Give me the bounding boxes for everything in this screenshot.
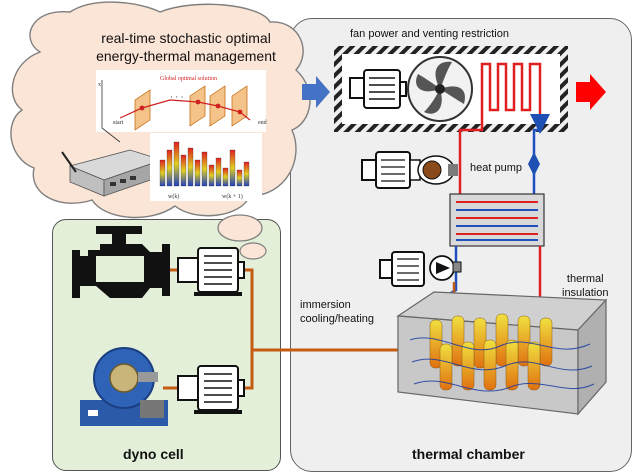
end-label: end [258, 120, 267, 126]
condenser-coil [480, 62, 542, 124]
heat-exchanger-icon [449, 193, 545, 247]
mini-plot-title: Global optimal solution [160, 76, 217, 82]
immersion-label: immersion cooling/heating [300, 298, 374, 326]
axis-label: x [98, 82, 101, 88]
svg-text:· · ·: · · · [170, 92, 184, 102]
heat-pump-label: heat pump [470, 162, 522, 174]
immersion-label-line-2: cooling/heating [300, 313, 375, 325]
dynamometer-icon [80, 347, 168, 426]
electric-motor-icon [177, 365, 245, 414]
refrigerant-loop [458, 114, 550, 196]
electric-motor-icon [177, 247, 245, 296]
shaft-connections [163, 268, 400, 390]
insulation-label-line-2: insulation [562, 287, 609, 299]
electric-motor-icon [361, 151, 411, 189]
cloud-bubble-large [217, 214, 263, 242]
expansion-valve-icon [528, 152, 540, 164]
fan-icon [407, 56, 473, 122]
cloud-title-line-2: energy-thermal management [96, 48, 276, 64]
grid-panel [231, 85, 248, 127]
air-outlet-arrow [576, 74, 606, 110]
embedded-controller-icon [61, 149, 164, 197]
pump-icon [429, 255, 462, 281]
start-label: start [113, 120, 124, 126]
thermal-chamber-label: thermal chamber [412, 446, 525, 462]
electric-motor-icon [349, 69, 407, 109]
engine-icon [72, 226, 170, 298]
trajectory-plot: · · · start end x Global optimal solutio… [96, 70, 267, 143]
grid-panel [189, 85, 206, 127]
insulation-label: thermal insulation [562, 272, 608, 300]
cloud-title: real-time stochastic optimal energy-ther… [86, 29, 286, 65]
air-inlet-arrow [302, 76, 330, 108]
immersion-label-line-1: immersion [300, 299, 351, 311]
w-k1-label: w(k + 1) [222, 193, 243, 200]
insulation-label-line-1: thermal [566, 273, 604, 285]
surface-bar-plot: w(k) w(k + 1) [150, 133, 262, 201]
cloud-bubble-small [239, 242, 267, 260]
w-k-label: w(k) [168, 193, 179, 200]
dyno-cell-label: dyno cell [123, 446, 184, 462]
compressor-icon [409, 155, 458, 185]
fan-label: fan power and venting restriction [350, 28, 509, 40]
electric-motor-icon [379, 251, 425, 287]
battery-pack-icon [396, 291, 608, 416]
cloud-title-line-1: real-time stochastic optimal [101, 30, 271, 46]
